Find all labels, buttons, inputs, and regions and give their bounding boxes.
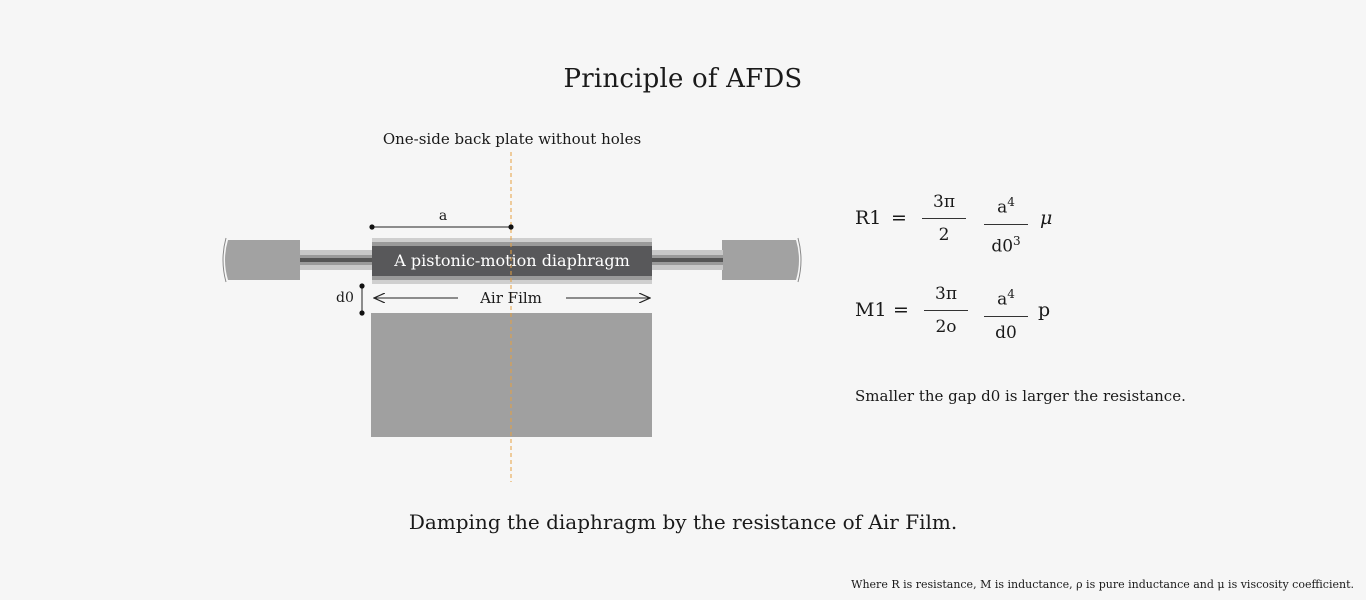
- r1-fraction-1: 3π 2: [922, 192, 966, 245]
- diaphragm-label: A pistonic-motion diaphragm: [394, 251, 630, 270]
- m1-f2-num-exp: 4: [1007, 287, 1015, 301]
- radius-label: a: [438, 208, 448, 224]
- page-title: Principle of AFDS: [563, 64, 803, 94]
- r1-fraction-2: a4 d03: [984, 192, 1028, 256]
- left-suspension: [300, 250, 372, 270]
- r1-f1-denominator: 2: [938, 225, 950, 245]
- right-suspension: [651, 250, 723, 270]
- r1-lhs: R1: [855, 207, 882, 229]
- left-frame-clamp: [225, 240, 300, 280]
- r1-f1-numerator: 3π: [933, 192, 955, 212]
- r1-equals: =: [891, 207, 907, 229]
- back-plate: [371, 313, 652, 437]
- air-film-label: Air Film: [480, 289, 542, 307]
- m1-equals: =: [893, 299, 909, 321]
- r1-viscosity-symbol: μ: [1040, 207, 1053, 229]
- gap-label: d0: [336, 290, 354, 306]
- gap-note: Smaller the gap d0 is larger the resista…: [855, 387, 1186, 405]
- m1-f1-denominator: 2o: [935, 317, 957, 337]
- m1-fraction-2: a4 d0: [984, 284, 1028, 343]
- r1-f2-den-base: d0: [991, 236, 1014, 257]
- m1-f2-num-base: a: [997, 289, 1008, 310]
- footnote: Where R is resistance, M is inductance, …: [851, 578, 1354, 591]
- back-plate-label: One-side back plate without holes: [382, 130, 642, 148]
- m1-f1-numerator: 3π: [935, 284, 957, 304]
- r1-f2-den-exp: 3: [1013, 233, 1021, 248]
- r1-f2-num-base: a: [997, 197, 1008, 218]
- m1-lhs: M1: [855, 299, 887, 321]
- m1-density-symbol: p: [1038, 299, 1051, 321]
- m1-f2-denominator: d0: [995, 322, 1017, 343]
- m1-fraction-1: 3π 2o: [924, 284, 968, 337]
- caption: Damping the diaphragm by the resistance …: [408, 510, 958, 534]
- r1-f2-num-exp: 4: [1007, 195, 1015, 209]
- right-frame-clamp: [722, 240, 799, 280]
- diaphragm-core: [372, 246, 652, 276]
